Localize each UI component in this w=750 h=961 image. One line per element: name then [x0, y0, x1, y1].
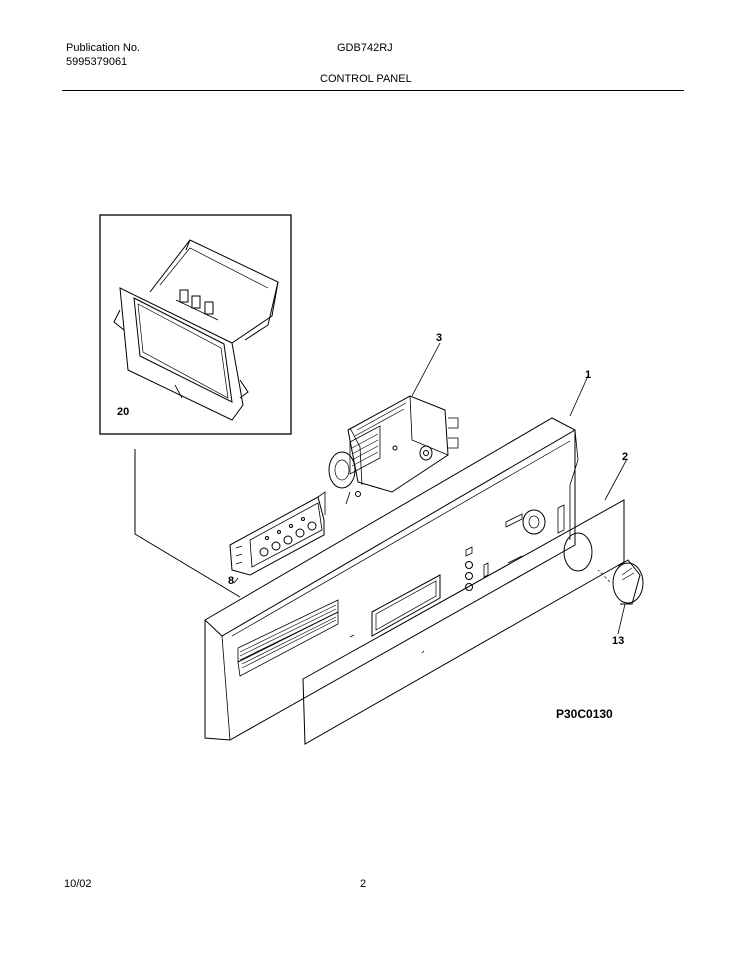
- leader-part-2: [604, 458, 628, 501]
- footer-date: 10/02: [64, 878, 92, 890]
- part-3-control-module: [328, 395, 459, 505]
- section-title: CONTROL PANEL: [320, 73, 412, 85]
- callout-13: 13: [612, 635, 624, 647]
- leader-line-inset: [134, 449, 241, 598]
- drawing-code: P30C0130: [556, 707, 613, 721]
- part-8-led-board: [229, 491, 326, 576]
- leader-part-8: [233, 577, 239, 584]
- publication-number: 5995379061: [66, 56, 128, 68]
- callout-8: 8: [228, 575, 234, 587]
- page-number: 2: [360, 878, 367, 890]
- publication-label: Publication No.: [66, 42, 140, 54]
- leader-part-3: [411, 342, 441, 397]
- model-number: GDB742RJ: [337, 42, 393, 54]
- inset-part-20: [99, 214, 292, 435]
- part-13-knob: [597, 559, 644, 605]
- leader-part-13: [617, 603, 626, 635]
- callout-2: 2: [622, 451, 628, 463]
- callout-20: 20: [117, 406, 129, 418]
- header-divider: [62, 90, 684, 91]
- leader-part-1: [569, 375, 589, 417]
- callout-1: 1: [585, 369, 591, 381]
- callout-3: 3: [436, 332, 442, 344]
- part-1-console-panel: [204, 417, 579, 741]
